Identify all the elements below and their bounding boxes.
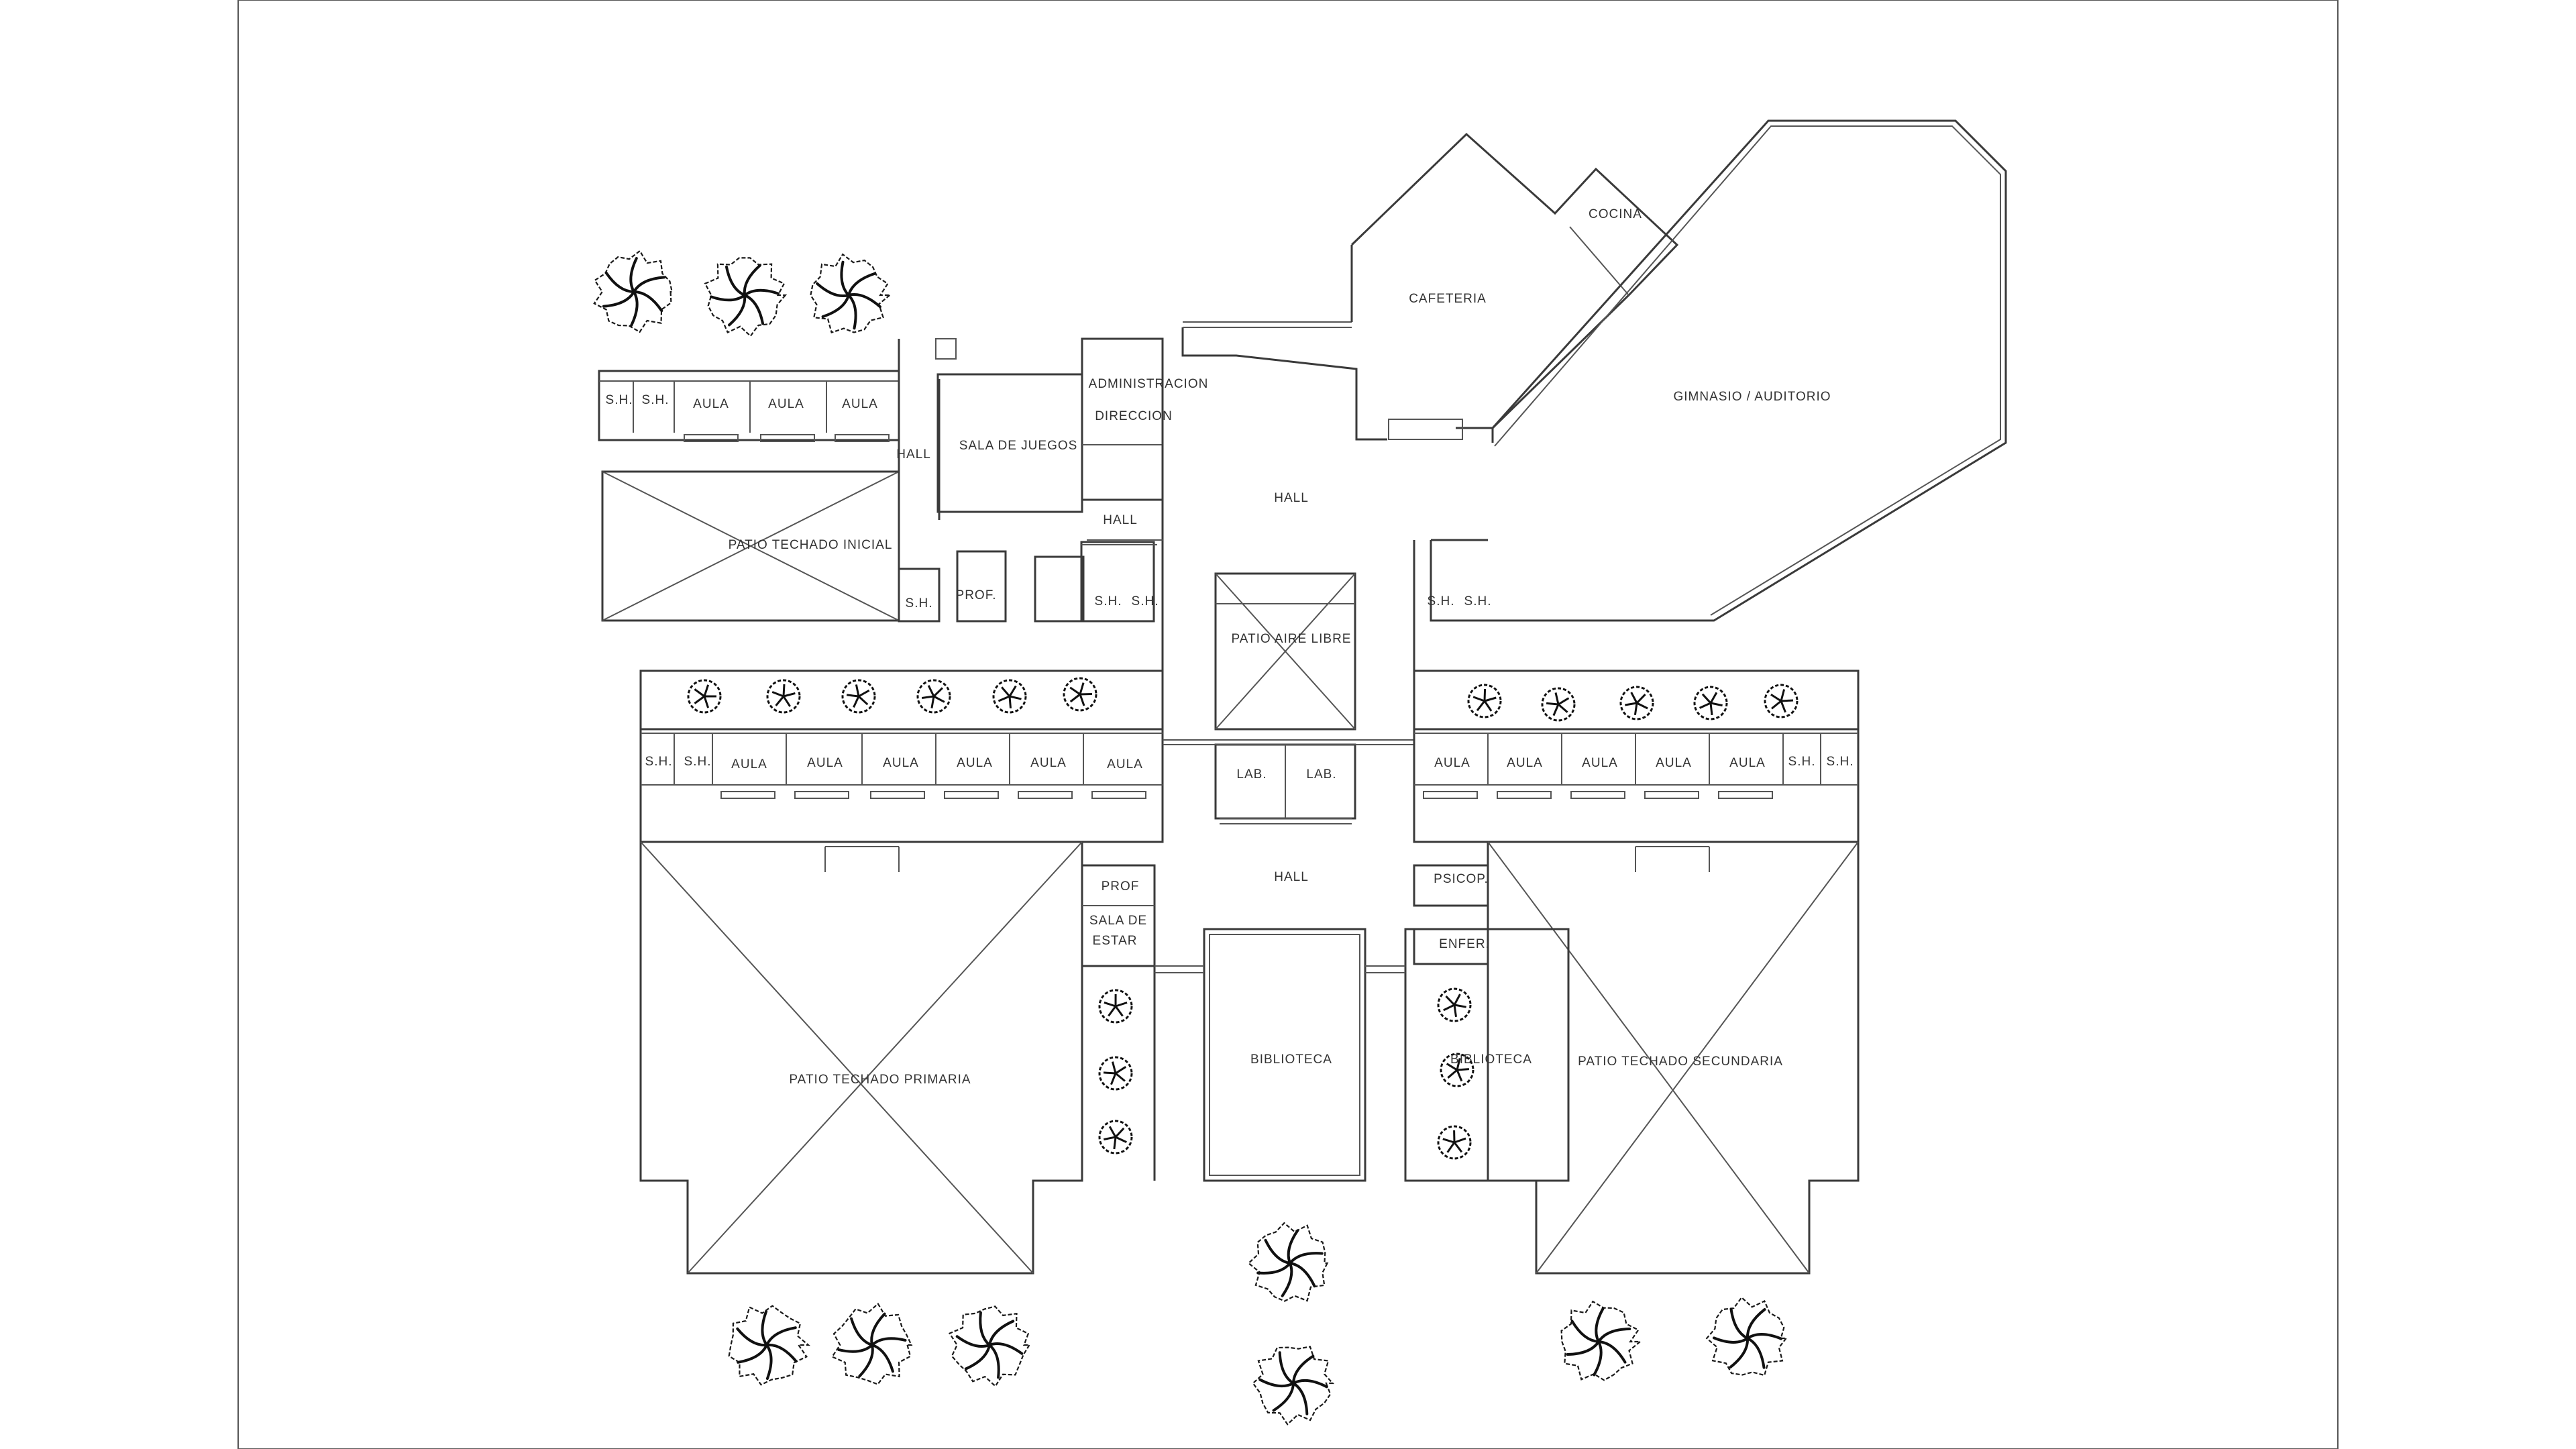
tree-icon — [810, 253, 892, 334]
label-gimnasio-auditorio: GIMNASIO / AUDITORIO — [1673, 390, 1831, 404]
cafeteria — [1350, 132, 1679, 429]
label-patio-techado-secundaria: PATIO TECHADO SECUNDARIA — [1578, 1055, 1783, 1069]
tree-icon — [1560, 1300, 1642, 1381]
label-aula-sec-1: AULA — [1434, 756, 1470, 770]
shrub-icon — [1764, 684, 1799, 718]
patio-techado-primaria — [639, 842, 1083, 1275]
prof-room — [956, 550, 1007, 623]
label-aula-inicial-1: AULA — [693, 397, 729, 411]
sh-inicial — [898, 568, 941, 623]
shrub-icon — [687, 679, 722, 714]
shrub-icon — [841, 679, 876, 714]
tree-icon — [948, 1305, 1031, 1387]
shrub-icon — [1467, 684, 1502, 718]
central-north — [1087, 119, 2007, 824]
tree-icon — [1252, 1346, 1335, 1426]
tree-icon — [1247, 1222, 1329, 1302]
label-sh-sec-1: S.H. — [1788, 755, 1816, 769]
shrub-icon — [766, 679, 801, 714]
trees-small — [687, 677, 1799, 1160]
label-aula-sec-4: AULA — [1656, 756, 1692, 770]
south-central — [1081, 864, 1570, 1182]
gimnasio-auditorio — [1430, 119, 2007, 622]
label-aula-sec-2: AULA — [1507, 756, 1543, 770]
inicial-wing — [598, 337, 1164, 623]
label-hall-central: HALL — [1274, 491, 1309, 505]
label-sala-de: SALA DE — [1089, 914, 1147, 928]
label-sh-primaria-1: S.H. — [645, 755, 673, 769]
label-sh-inicial-2: S.H. — [642, 393, 669, 407]
label-prof: PROF — [1102, 879, 1140, 894]
label-sala-de-juegos: SALA DE JUEGOS — [959, 439, 1078, 453]
shrub-icon — [1098, 1120, 1133, 1155]
tree-icon — [728, 1305, 811, 1386]
shrub-icon — [992, 679, 1027, 714]
label-enfer: ENFER. — [1439, 937, 1490, 951]
label-prof-dot: PROF. — [956, 588, 997, 602]
label-sh-admin-1: S.H. — [1095, 594, 1122, 608]
label-sh-hall: S.H. — [906, 596, 933, 610]
shrub-icon — [916, 679, 951, 714]
label-lab-1: LAB. — [1236, 767, 1267, 782]
label-lab-2: LAB. — [1306, 767, 1336, 782]
shrub-icon — [1619, 686, 1654, 720]
tree-icon — [830, 1302, 913, 1385]
label-patio-aire-libre: PATIO AIRE LIBRE — [1232, 632, 1352, 646]
shrub-icon — [1541, 687, 1576, 722]
label-direccion: DIRECCION — [1095, 409, 1173, 423]
label-sh-sec-2: S.H. — [1827, 755, 1854, 769]
label-aula-sec-3: AULA — [1582, 756, 1618, 770]
label-aula-primaria-1: AULA — [731, 757, 767, 771]
label-aula-primaria-5: AULA — [1030, 756, 1067, 770]
label-aula-primaria-2: AULA — [807, 756, 843, 770]
label-sh-sec-hall-1: S.H. — [1428, 594, 1455, 608]
label-patio-techado-primaria: PATIO TECHADO PRIMARIA — [789, 1073, 971, 1087]
shrub-icon — [1063, 677, 1097, 712]
tree-icon — [593, 250, 674, 333]
trees-large — [593, 250, 1788, 1426]
label-sh-admin-2: S.H. — [1132, 594, 1159, 608]
room-labels: S.H. S.H. AULA AULA AULA HALL SALA DE JU… — [606, 207, 1854, 1087]
shrub-icon — [1440, 1053, 1474, 1087]
shrub-icon — [1098, 1056, 1133, 1091]
label-hall-admin: HALL — [1103, 513, 1138, 527]
shrub-icon — [1693, 686, 1728, 720]
psicopedagogia — [1413, 864, 1489, 907]
biblioteca-central — [1203, 928, 1366, 1182]
label-aula-primaria-3: AULA — [883, 756, 919, 770]
label-aula-primaria-6: AULA — [1107, 757, 1143, 771]
label-administracion: ADMINISTRACION — [1089, 377, 1209, 391]
shrub-icon — [1098, 989, 1133, 1024]
label-sh-inicial-1: S.H. — [606, 393, 633, 407]
sala-de-estar — [1081, 864, 1156, 967]
label-estar: ESTAR — [1093, 934, 1138, 948]
label-sh-primaria-2: S.H. — [684, 755, 712, 769]
label-aula-inicial-3: AULA — [842, 397, 878, 411]
label-biblioteca-central: BIBLIOTECA — [1250, 1053, 1332, 1067]
label-sh-sec-hall-2: S.H. — [1464, 594, 1492, 608]
label-psicop: PSICOP. — [1434, 872, 1489, 886]
shrub-icon — [1437, 1125, 1472, 1160]
label-hall-south: HALL — [1274, 870, 1309, 884]
label-aula-primaria-4: AULA — [957, 756, 993, 770]
label-cocina: COCINA — [1589, 207, 1642, 221]
label-cafeteria: CAFETERIA — [1409, 292, 1487, 306]
label-patio-techado-inicial: PATIO TECHADO INICIAL — [729, 538, 893, 552]
patio-aire-libre — [1214, 572, 1356, 731]
tree-icon — [704, 257, 788, 337]
tree-icon — [1705, 1296, 1788, 1377]
biblioteca-secundaria — [1487, 928, 1570, 1182]
label-aula-inicial-2: AULA — [768, 397, 804, 411]
label-aula-sec-5: AULA — [1729, 756, 1766, 770]
shrub-icon — [1437, 987, 1472, 1022]
label-hall-inicial: HALL — [896, 447, 931, 462]
drawing-frame — [237, 0, 2339, 1449]
primaria-wing — [639, 669, 1414, 1275]
